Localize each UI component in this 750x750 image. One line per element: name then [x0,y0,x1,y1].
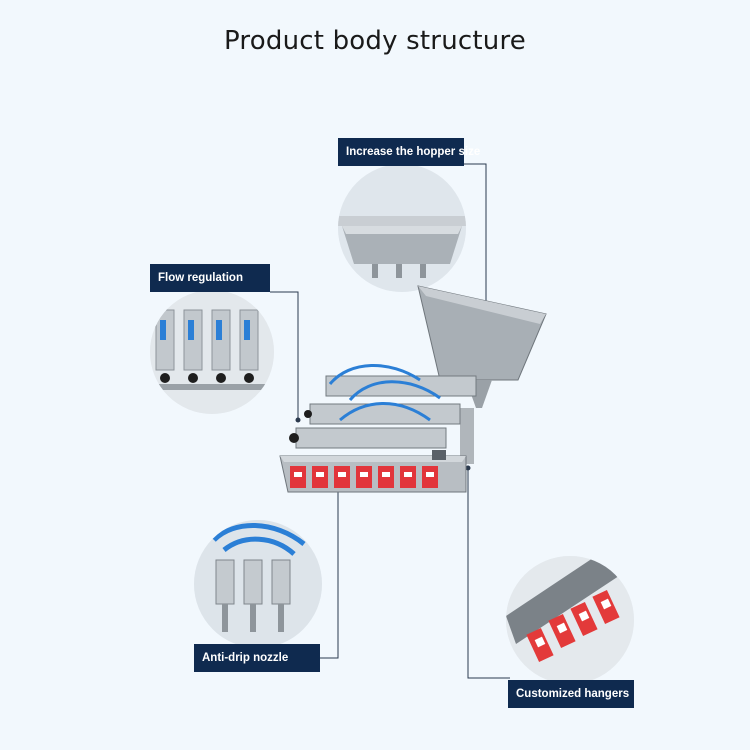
flow-regulation-detail-image [150,290,274,414]
hopper-callout-label: Increase the hopper size [338,138,480,166]
page-title: Product body structure [224,26,526,56]
filling-machine-image [270,280,560,500]
customized-hangers-detail-image [506,556,634,684]
hopper-detail-image [338,164,466,292]
anti-drip-nozzle-detail-image [194,520,322,648]
flow-regulation-callout-label: Flow regulation [150,264,270,292]
anti-drip-nozzle-callout-label: Anti-drip nozzle [194,644,320,672]
customized-hangers-callout-label: Customized hangers [508,680,634,708]
